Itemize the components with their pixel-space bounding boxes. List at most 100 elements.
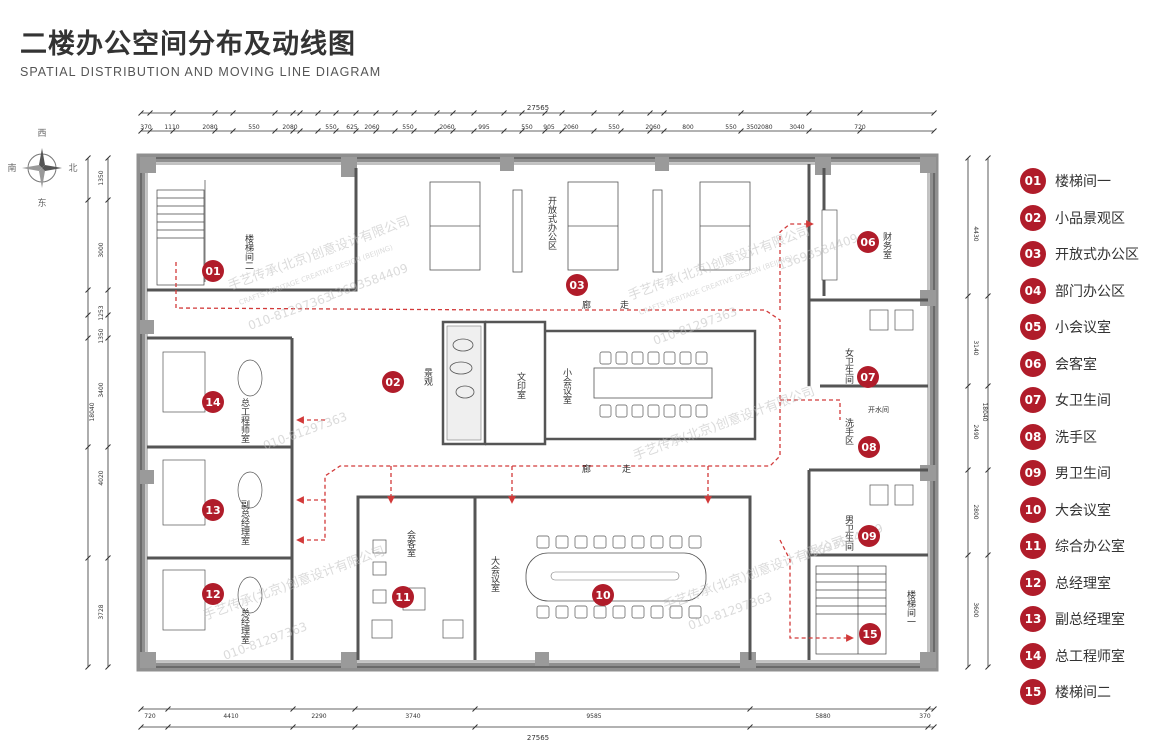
dim-top-label: 720 xyxy=(854,124,866,131)
dim-left-label: 4020 xyxy=(98,470,105,485)
dim-tick xyxy=(471,110,477,116)
legend-label: 综合办公室 xyxy=(1055,539,1125,555)
dim-tick xyxy=(297,110,303,116)
legend-badge: 13 xyxy=(1020,606,1046,632)
compass-east: 东 xyxy=(37,197,46,209)
dim-tick xyxy=(352,706,358,712)
chair xyxy=(574,535,588,549)
dim-tick xyxy=(85,312,91,318)
label-reception: 会客室 xyxy=(405,529,416,557)
label-print-room: 文印室 xyxy=(515,371,526,399)
dim-top-label: 2080 xyxy=(202,124,217,131)
marker-number: 11 xyxy=(395,591,410,604)
dim-tick xyxy=(501,110,507,116)
marker-02: 02 xyxy=(382,371,404,393)
chair xyxy=(536,535,550,549)
office-furniture xyxy=(162,209,914,639)
dim-tick xyxy=(105,664,111,670)
dim-tick xyxy=(333,110,339,116)
chair xyxy=(695,404,708,418)
label-gm: 总经理室 xyxy=(239,607,250,644)
dim-top-label: 550 xyxy=(608,124,620,131)
label-chief-engineer: 总工程师室 xyxy=(239,397,250,443)
dim-top-total: 27565 xyxy=(527,104,549,112)
marker-number: 06 xyxy=(860,236,876,249)
dim-left-label: 3000 xyxy=(98,242,105,257)
legend-badge: 01 xyxy=(1020,168,1046,194)
marker-badge xyxy=(202,391,224,413)
marker-14: 14 xyxy=(202,391,224,413)
dim-tick xyxy=(85,444,91,450)
chair xyxy=(695,351,708,365)
dim-tick xyxy=(373,128,379,134)
dim-right-label: 2490 xyxy=(972,424,979,439)
large-meeting-table xyxy=(525,535,707,619)
dim-tick xyxy=(965,664,971,670)
dim-top-label: 2060 xyxy=(364,124,379,131)
dim-tick xyxy=(434,110,440,116)
page-subtitle: SPATIAL DISTRIBUTION AND MOVING LINE DIA… xyxy=(20,65,382,79)
dim-left-label: 3400 xyxy=(98,382,105,397)
chair xyxy=(669,605,683,619)
label-open-office: 开放式办公区 xyxy=(546,196,557,250)
marker-09: 09 xyxy=(858,525,880,547)
dim-tick xyxy=(925,724,931,730)
marker-badge xyxy=(202,499,224,521)
legend-label: 楼梯间一 xyxy=(1055,174,1111,190)
label-stair-room-1: 楼梯间一 xyxy=(905,589,916,626)
chair xyxy=(615,351,628,365)
chair xyxy=(647,404,660,418)
marker-03: 03 xyxy=(566,274,588,296)
marker-badge xyxy=(857,231,879,253)
chair xyxy=(593,605,607,619)
legend-badge: 15 xyxy=(1020,679,1046,705)
chair xyxy=(612,605,626,619)
label-corridor-b: 廊 xyxy=(582,299,591,311)
marker-number: 08 xyxy=(861,441,876,454)
watermark-phone-1d: 010-81297363 xyxy=(221,619,309,662)
dim-tick xyxy=(170,110,176,116)
legend-label: 大会议室 xyxy=(1055,502,1111,519)
chair xyxy=(679,351,692,365)
dim-tick xyxy=(965,552,971,558)
dim-top-label: 550 xyxy=(725,124,737,131)
dim-top-label: 2080 xyxy=(757,124,772,131)
dim-top-label: 550 xyxy=(325,124,337,131)
marker-number: 01 xyxy=(205,265,220,278)
dim-top-label: 550 xyxy=(402,124,414,131)
label-womens-wc: 女卫生间 xyxy=(843,347,854,385)
dim-top-label: 350 xyxy=(746,124,758,131)
marker-12: 12 xyxy=(202,583,224,605)
dim-bottom-label: 4410 xyxy=(223,713,238,720)
dim-tick xyxy=(138,110,144,116)
label-deputy-gm: 副总经理室 xyxy=(239,500,250,545)
dim-top-label: 625 xyxy=(346,124,358,131)
dim-tick xyxy=(591,128,597,134)
dim-tick xyxy=(925,706,931,712)
page-title: 二楼办公空间分布及动线图 xyxy=(20,29,356,60)
dim-tick xyxy=(985,664,991,670)
chair xyxy=(631,351,644,365)
dim-tick xyxy=(165,706,171,712)
dim-tick xyxy=(392,110,398,116)
dim-tick xyxy=(85,155,91,161)
dim-top-label: 2080 xyxy=(282,124,297,131)
dim-top-label: 550 xyxy=(248,124,260,131)
watermark-phone-1b: 010-81297363 xyxy=(651,304,739,347)
dim-tick xyxy=(738,110,744,116)
marker-number: 10 xyxy=(595,589,611,602)
dim-top-label: 550 xyxy=(521,124,533,131)
label-wash-area: 洗手区 xyxy=(843,417,854,445)
marker-badge xyxy=(592,584,614,606)
chair xyxy=(679,404,692,418)
marker-07: 07 xyxy=(857,366,879,388)
label-corridor-a-2: 走 xyxy=(622,464,631,475)
marker-badge xyxy=(202,583,224,605)
dim-left-label: 3728 xyxy=(98,604,105,619)
